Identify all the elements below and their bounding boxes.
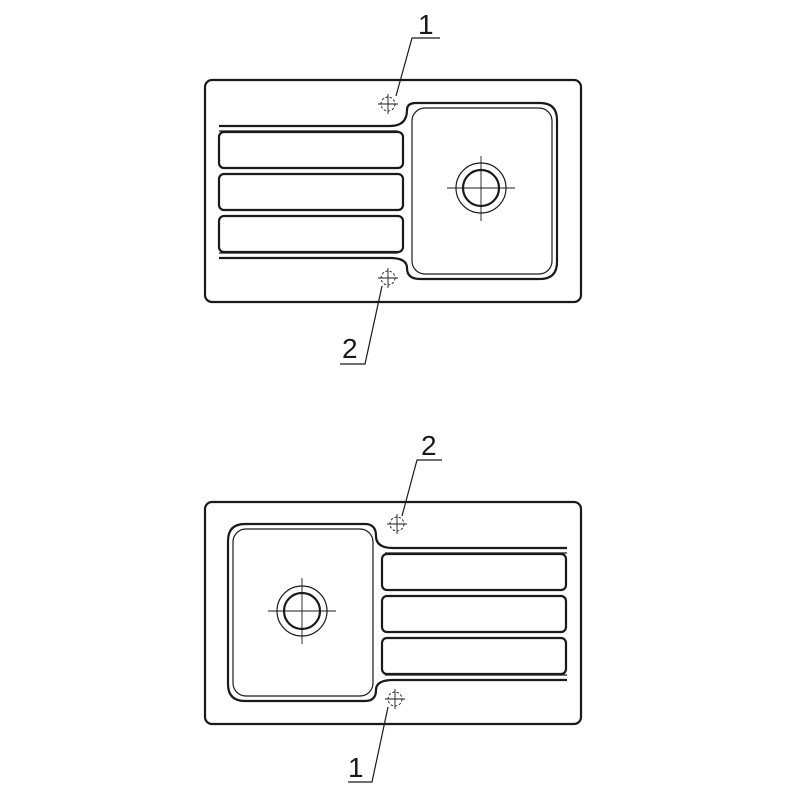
bottom-callout-2-label: 2 — [421, 430, 437, 461]
top-leader-1 — [395, 37, 440, 97]
bottom-sink: 2 1 — [203, 430, 583, 783]
top-drain — [447, 156, 515, 221]
bottom-drainer-board — [226, 522, 567, 703]
bottom-sink-outline — [203, 500, 583, 726]
bottom-drainer-groove — [380, 594, 568, 634]
top-tap-hole-2 — [378, 268, 398, 288]
bottom-callout-1-label: 1 — [348, 752, 364, 783]
top-tap-hole-1 — [378, 94, 398, 114]
top-sink: 1 2 — [203, 9, 583, 365]
bottom-drainer-groove — [380, 552, 568, 592]
top-drainer-groove — [217, 172, 405, 212]
top-drainer-board — [219, 101, 559, 281]
top-callout-1-label: 1 — [418, 9, 434, 40]
top-callout-2-label: 2 — [342, 333, 358, 364]
top-bowl-inner — [411, 107, 553, 275]
bottom-tap-hole-2 — [387, 514, 407, 534]
bottom-drain — [268, 578, 336, 644]
bottom-leader-2 — [401, 459, 442, 517]
bottom-tap-hole-1 — [385, 689, 405, 709]
bottom-drainer-groove — [380, 636, 568, 676]
top-drainer-groove — [217, 214, 405, 254]
bottom-leader-1 — [348, 706, 389, 783]
top-drainer-groove — [217, 130, 405, 170]
top-leader-2 — [340, 285, 383, 365]
top-sink-outline — [203, 78, 583, 304]
bottom-bowl-inner — [232, 528, 374, 697]
